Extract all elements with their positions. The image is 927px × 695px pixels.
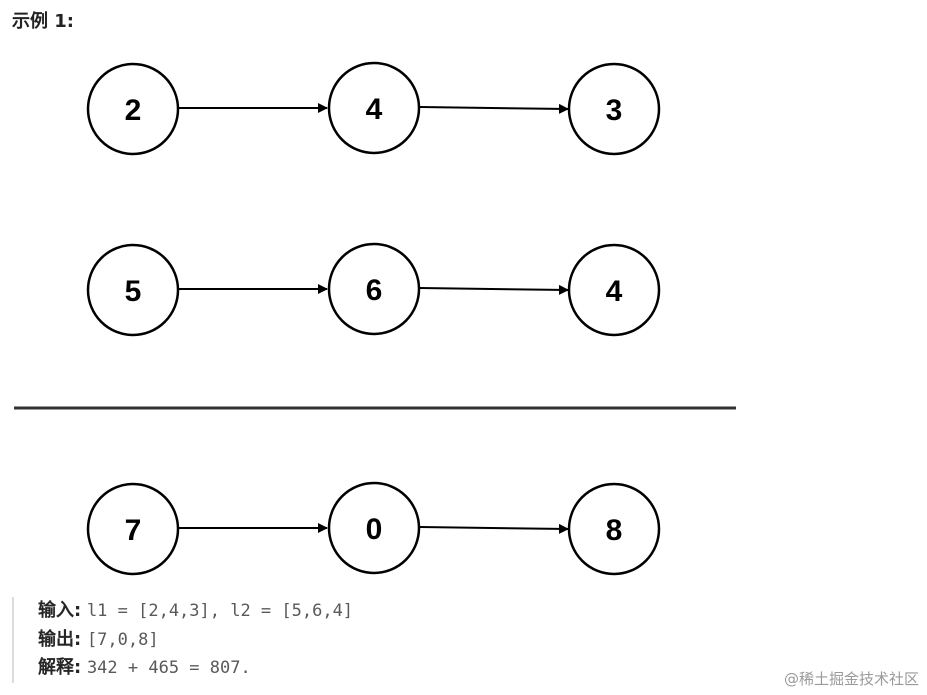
node-l1-2: 3 (567, 62, 661, 156)
example-io-block: 输入: l1 = [2,4,3], l2 = [5,6,4] 输出: [7,0,… (12, 597, 638, 683)
node-value: 4 (606, 275, 623, 308)
node-value: 3 (606, 94, 623, 127)
explanation-line: 解释: 342 + 465 = 807. (38, 654, 638, 683)
explanation-label: 解释: (38, 657, 82, 678)
input-value: l1 = [2,4,3], l2 = [5,6,4] (86, 601, 354, 621)
node-l1-1: 4 (327, 61, 421, 155)
output-value: [7,0,8] (86, 629, 159, 650)
explanation-value: 342 + 465 = 807. (86, 658, 251, 678)
list-result: 7 0 8 (86, 481, 661, 576)
node-value: 6 (366, 274, 383, 307)
node-value: 7 (125, 514, 142, 547)
node-l2-2: 4 (567, 243, 661, 337)
node-value: 4 (366, 93, 383, 126)
node-result-0: 7 (86, 482, 180, 576)
node-value: 5 (125, 275, 142, 308)
list-l2: 5 6 4 (86, 242, 661, 337)
example-title: 示例 1: (12, 11, 74, 32)
input-line: 输入: l1 = [2,4,3], l2 = [5,6,4] (38, 597, 638, 626)
input-label: 输入: (38, 600, 82, 621)
node-result-2: 8 (567, 482, 661, 576)
node-l1-0: 2 (86, 62, 180, 156)
output-line: 输出: [7,0,8] (38, 626, 638, 655)
watermark: @稀土掘金技术社区 (783, 670, 919, 688)
node-value: 0 (366, 513, 383, 546)
linked-list-diagram: 2 4 3 5 6 4 7 (14, 61, 736, 576)
node-l2-1: 6 (327, 242, 421, 336)
arrow-l2-2 (419, 284, 569, 295)
node-l2-0: 5 (86, 243, 180, 337)
node-result-1: 0 (327, 481, 421, 575)
node-value: 8 (606, 514, 623, 547)
list-l1: 2 4 3 (86, 61, 661, 156)
arrow-result-2 (419, 523, 569, 534)
node-value: 2 (125, 94, 142, 127)
arrow-l1-2 (419, 103, 569, 114)
output-label: 输出: (38, 628, 82, 650)
